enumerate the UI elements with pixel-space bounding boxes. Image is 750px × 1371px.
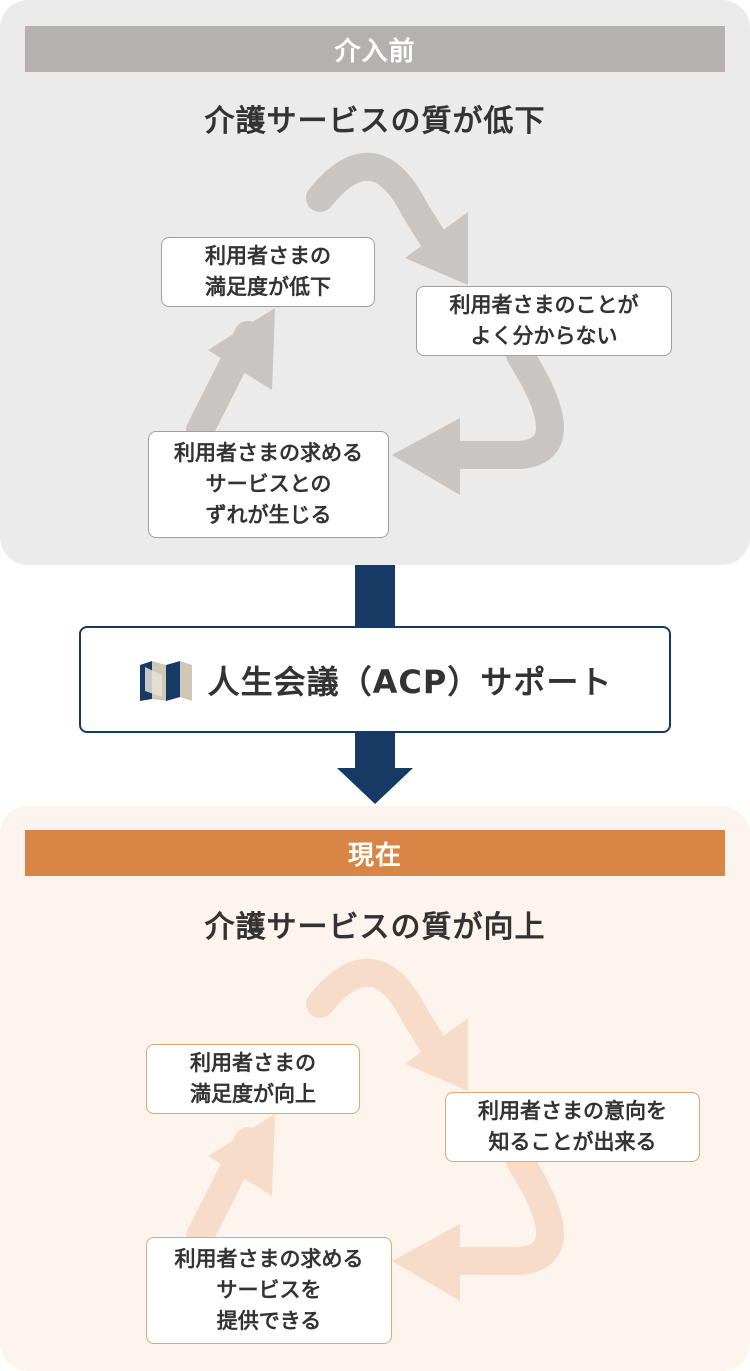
after-box-intentions-line: 利用者さまの意向を bbox=[478, 1099, 667, 1123]
before-box-satisfaction-line: 満足度が低下 bbox=[205, 275, 331, 299]
before-box-satisfaction: 利用者さまの 満足度が低下 bbox=[161, 237, 375, 307]
after-box-satisfaction-line: 利用者さまの bbox=[190, 1051, 316, 1075]
after-arrowhead-left bbox=[208, 1114, 275, 1196]
before-box-understanding-line: 利用者さまのことが bbox=[449, 293, 639, 317]
after-cycle-arrows bbox=[186, 958, 564, 1301]
after-box-intentions: 利用者さまの意向を 知ることが出来る bbox=[445, 1092, 700, 1162]
after-box-intentions-line: 知ることが出来る bbox=[488, 1130, 657, 1154]
after-box-service-line: 提供できる bbox=[216, 1309, 322, 1333]
acp-support-box: 人生会議（ACP）サポート bbox=[79, 626, 671, 733]
connector-line-top bbox=[355, 565, 395, 627]
before-subtitle: 介護サービスの質が低下 bbox=[204, 104, 546, 139]
before-box-understanding-line: よく分からない bbox=[470, 324, 618, 348]
guide-book-icon bbox=[139, 660, 192, 701]
acp-support-label: 人生会議（ACP）サポート bbox=[207, 662, 613, 701]
after-arrowhead-bottom bbox=[392, 1224, 460, 1301]
after-header: 現在 bbox=[25, 830, 725, 876]
before-box-mismatch-line: 利用者さまの求める bbox=[174, 441, 363, 465]
after-arrowhead-top bbox=[405, 1018, 468, 1091]
after-header-label: 現在 bbox=[347, 840, 402, 871]
before-box-mismatch-line: サービスとの bbox=[205, 472, 332, 496]
after-box-satisfaction: 利用者さまの 満足度が向上 bbox=[146, 1044, 360, 1114]
before-box-mismatch: 利用者さまの求める サービスとの ずれが生じる bbox=[148, 431, 389, 538]
down-arrow-icon bbox=[337, 768, 413, 804]
before-arrow-bottom bbox=[426, 341, 564, 469]
before-header: 介入前 bbox=[25, 26, 725, 72]
after-box-service: 利用者さまの求める サービスを 提供できる bbox=[146, 1237, 392, 1344]
after-arrow-top bbox=[306, 958, 454, 1070]
before-cycle-arrows bbox=[186, 152, 564, 495]
connector-line-bottom bbox=[355, 733, 395, 769]
before-header-label: 介入前 bbox=[334, 36, 416, 67]
after-box-satisfaction-line: 満足度が向上 bbox=[190, 1082, 316, 1106]
after-box-service-line: 利用者さまの求める bbox=[174, 1247, 364, 1271]
before-box-understanding: 利用者さまのことが よく分からない bbox=[416, 286, 672, 356]
before-box-satisfaction-line: 利用者さまの bbox=[205, 244, 331, 268]
after-box-service-line: サービスを bbox=[216, 1278, 322, 1302]
before-arrowhead-left bbox=[208, 308, 275, 390]
after-arrow-bottom bbox=[426, 1147, 564, 1275]
before-arrowhead-bottom bbox=[392, 418, 460, 495]
before-box-mismatch-line: ずれが生じる bbox=[205, 503, 332, 527]
before-arrow-top bbox=[306, 152, 454, 264]
before-arrowhead-top bbox=[405, 212, 468, 285]
after-subtitle: 介護サービスの質が向上 bbox=[204, 910, 546, 945]
